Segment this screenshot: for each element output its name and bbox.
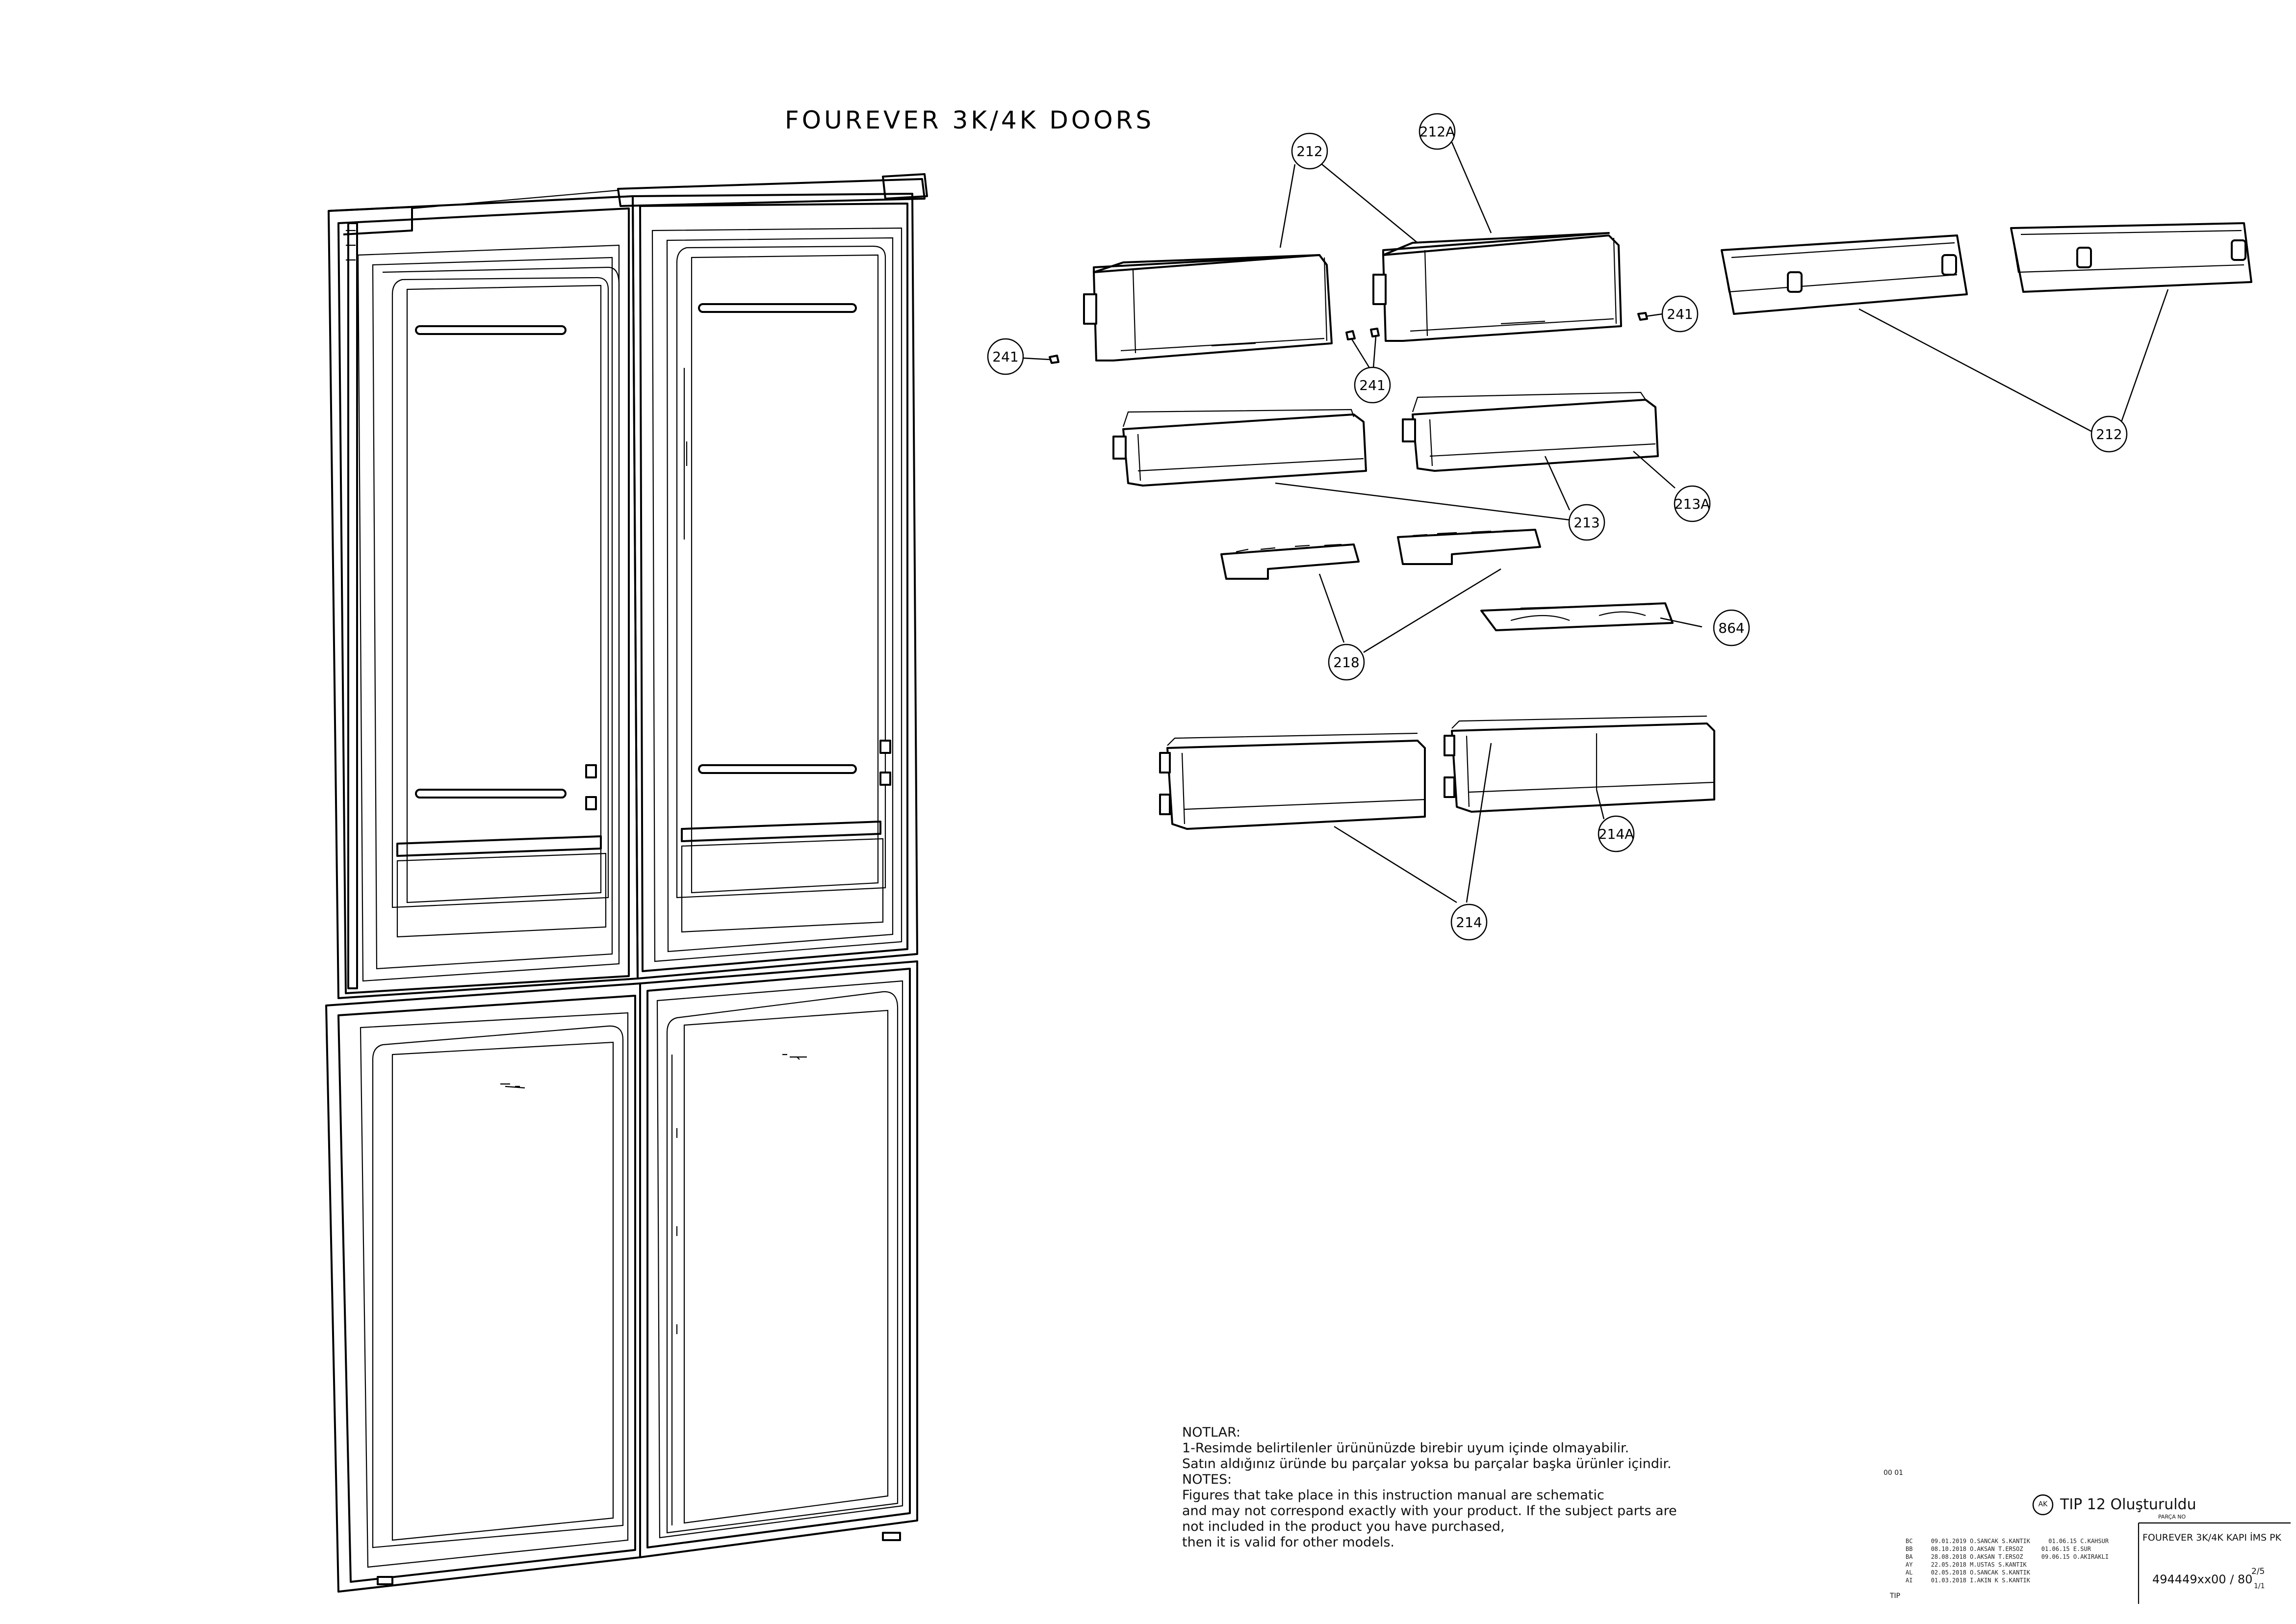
title-block-part-name: FOUREVER 3K/4K KAPI İMS PK [2142, 1532, 2282, 1543]
part-212-covered-shelf [1083, 254, 1333, 361]
callout-212a: 212A [1419, 113, 1456, 150]
notes-heading-en: NOTES: [1182, 1472, 1232, 1487]
revision-row: AI 01.03.2018 I.AKIN K S.KANTIK [1906, 1577, 2030, 1584]
svg-text:212A: 212A [1419, 124, 1455, 140]
leader-lines [1022, 142, 2169, 903]
screw-241-right [1637, 312, 1648, 321]
callout-214: 214 [1450, 903, 1488, 941]
diagram-title: FOUREVER 3K/4K DOORS [785, 106, 1154, 134]
callout-218: 218 [1328, 644, 1365, 681]
part-212-shelf-right-a [1721, 234, 1968, 315]
screw-241-mid-b [1370, 328, 1380, 337]
svg-text:213A: 213A [1675, 496, 1710, 512]
screw-241-left [1049, 355, 1059, 364]
part-212-shelf-right-b [2010, 222, 2252, 293]
title-block-stamp: AK [2038, 1500, 2048, 1508]
revision-row: BA 28.08.2018 O.AKSAN T.ERSOZ 09.06.15 O… [1906, 1553, 2109, 1560]
title-block-frame [2032, 1494, 2291, 1604]
svg-text:212: 212 [2096, 426, 2122, 442]
svg-text:212: 212 [1296, 143, 1322, 159]
svg-text:214: 214 [1456, 914, 1482, 930]
callout-241-right: 241 [1661, 295, 1699, 333]
part-864-holder [1480, 602, 1674, 631]
part-212a-covered-shelf [1372, 232, 1622, 342]
refrigerator-door-assembly [325, 173, 928, 1593]
callout-214a: 214A [1598, 815, 1635, 852]
title-block-scale: 1/1 [2254, 1582, 2265, 1590]
revision-row: BC 09.01.2019 O.SANCAK S.KANTIK 01.06.15… [1906, 1538, 2109, 1545]
notes-en-line-4: then it is valid for other models. [1182, 1535, 1395, 1550]
title-block-stamp-sub: PARÇA NO [2158, 1514, 2186, 1520]
notes-en-line-2: and may not correspond exactly with your… [1182, 1503, 1677, 1519]
svg-text:241: 241 [992, 349, 1018, 365]
revision-row: BB 08.10.2018 O.AKSAN T.ERSOZ 01.06.15 E… [1906, 1546, 2091, 1552]
part-214-bin [1159, 732, 1426, 830]
lower-right-door [639, 960, 918, 1558]
notes-en-line-1: Figures that take place in this instruct… [1182, 1488, 1604, 1503]
revision-row: AY 22.05.2018 M.USTAS S.KANTIK [1906, 1561, 2027, 1568]
callout-241-mid: 241 [1354, 366, 1391, 404]
svg-text:241: 241 [1359, 377, 1385, 393]
notes-heading-tr: NOTLAR: [1182, 1425, 1241, 1440]
callout-213: 213 [1568, 504, 1605, 541]
part-218-tray-right [1397, 529, 1541, 565]
top-trim [328, 173, 928, 235]
screw-241-mid-a [1345, 330, 1356, 340]
svg-text:214A: 214A [1599, 826, 1634, 842]
part-218-tray-left [1220, 543, 1360, 580]
part-213-shelf [1112, 409, 1367, 487]
upper-left-door [328, 195, 639, 999]
svg-text:864: 864 [1718, 620, 1744, 636]
title-block-drawing-no: 494449xx00 / 80 [2152, 1572, 2253, 1586]
notes-tr-line-1: 1-Resimde belirtilenler ürününüzde bireb… [1182, 1441, 1629, 1456]
callout-212-right: 212 [2090, 415, 2128, 453]
parts-group [1049, 222, 2252, 830]
title-block-stamp-text: TIP 12 Oluşturuldu [2060, 1496, 2196, 1513]
part-213a-shelf [1402, 391, 1659, 472]
svg-text:241: 241 [1667, 306, 1693, 322]
revision-row: AL 02.05.2018 O.SANCAK S.KANTIK [1906, 1569, 2030, 1576]
lower-left-door [325, 982, 641, 1593]
title-block-ref: 00 01 [1883, 1469, 1904, 1477]
notes-block: NOTLAR: 1-Resimde belirtilenler ürününüz… [1182, 1425, 1746, 1550]
title-block-sheet: 2/5 [2251, 1567, 2265, 1576]
title-block-tip: TIP [1890, 1592, 1901, 1600]
svg-text:218: 218 [1333, 654, 1359, 670]
part-214a-bin [1444, 715, 1715, 813]
notes-en-line-3: not included in the product you have pur… [1182, 1519, 1505, 1534]
callout-213a: 213A [1674, 485, 1711, 522]
notes-tr-line-2: Satın aldığınız üründe bu parçalar yoksa… [1182, 1456, 1672, 1471]
callout-241-left: 241 [987, 338, 1024, 375]
svg-text:213: 213 [1574, 515, 1599, 531]
upper-right-door [632, 193, 918, 980]
callout-864: 864 [1713, 609, 1750, 646]
callout-212-top: 212 [1291, 132, 1328, 170]
